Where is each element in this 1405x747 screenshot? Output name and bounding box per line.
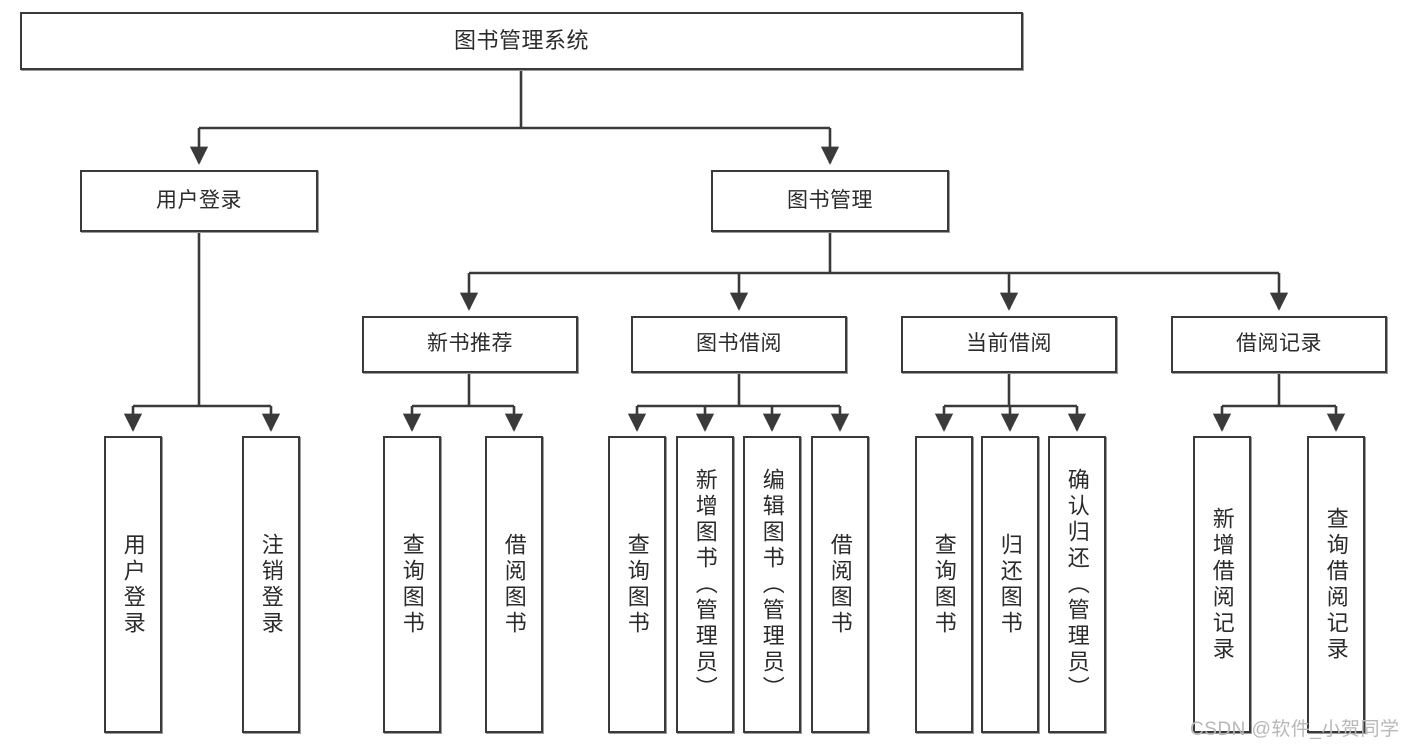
leaf-book-borrow-query[interactable]: 查询图书	[608, 436, 666, 733]
leaf-book-borrow-add[interactable]: 新增图书（管理员）	[676, 436, 734, 733]
node-label: 新增借阅记录	[1209, 506, 1235, 663]
leaf-user-login-login[interactable]: 用户登录	[104, 436, 162, 733]
node-label: 注销登录	[258, 532, 284, 637]
leaf-borrow-record-query[interactable]: 查询借阅记录	[1307, 436, 1365, 733]
leaf-new-book-borrow[interactable]: 借阅图书	[485, 436, 543, 733]
node-label: 归还图书	[997, 532, 1023, 637]
node-label: 借阅图书	[501, 532, 527, 637]
node-label: 借阅记录	[1236, 332, 1322, 356]
leaf-borrow-record-add[interactable]: 新增借阅记录	[1193, 436, 1251, 733]
leaf-book-borrow-edit[interactable]: 编辑图书（管理员）	[743, 436, 801, 733]
leaf-current-borrow-confirm-return[interactable]: 确认归还（管理员）	[1048, 436, 1106, 733]
node-label: 查询借阅记录	[1323, 506, 1349, 663]
node-label: 新增图书（管理员）	[692, 467, 718, 702]
node-label: 新书推荐	[427, 332, 513, 356]
leaf-current-borrow-query[interactable]: 查询图书	[915, 436, 973, 733]
node-label: 查询图书	[624, 532, 650, 637]
node-label: 用户登录	[156, 188, 242, 212]
node-current-borrow[interactable]: 当前借阅	[901, 316, 1117, 373]
leaf-new-book-query[interactable]: 查询图书	[383, 436, 441, 733]
node-label: 用户登录	[120, 532, 146, 637]
node-root-system[interactable]: 图书管理系统	[20, 12, 1023, 70]
node-borrow-record[interactable]: 借阅记录	[1171, 316, 1387, 373]
node-label: 编辑图书（管理员）	[759, 467, 785, 702]
node-label: 图书管理	[787, 188, 873, 212]
node-user-login[interactable]: 用户登录	[80, 170, 318, 232]
node-label: 当前借阅	[966, 332, 1052, 356]
node-new-book-recommend[interactable]: 新书推荐	[362, 316, 578, 373]
node-label: 确认归还（管理员）	[1064, 467, 1090, 702]
node-label: 图书借阅	[696, 332, 782, 356]
leaf-user-login-logout[interactable]: 注销登录	[242, 436, 300, 733]
node-book-borrow[interactable]: 图书借阅	[631, 316, 847, 373]
node-book-management[interactable]: 图书管理	[711, 170, 949, 232]
node-label: 查询图书	[931, 532, 957, 637]
node-label: 查询图书	[399, 532, 425, 637]
node-label: 图书管理系统	[453, 28, 589, 54]
leaf-current-borrow-return[interactable]: 归还图书	[981, 436, 1039, 733]
node-label: 借阅图书	[827, 532, 853, 637]
leaf-book-borrow-borrow[interactable]: 借阅图书	[811, 436, 869, 733]
